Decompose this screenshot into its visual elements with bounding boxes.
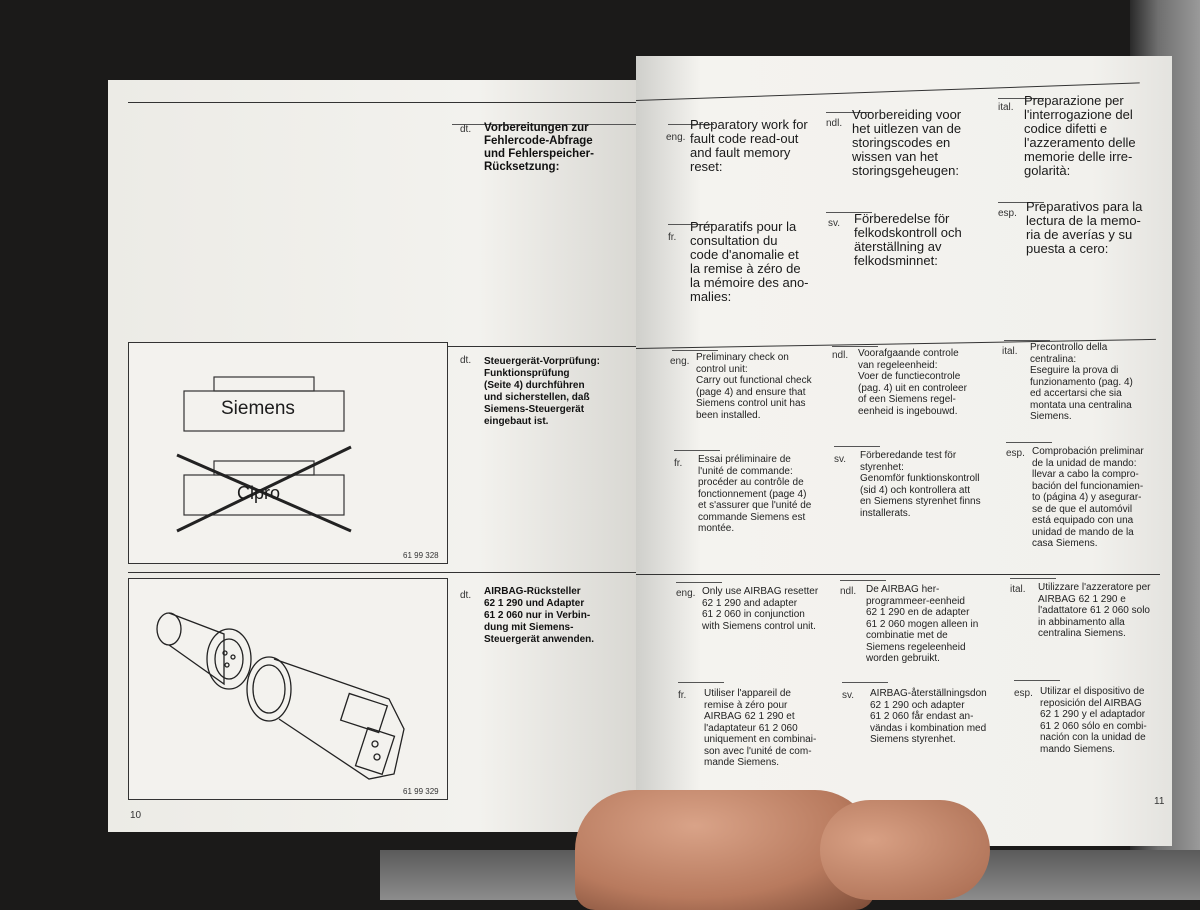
lang-code: dt. xyxy=(460,355,472,366)
section-text: De AIRBAG her- programmeer-eenheid 62 1 … xyxy=(866,584,979,664)
lang-code: esp. xyxy=(1014,688,1033,699)
figure-airbag-resetter: 61 99 329 xyxy=(128,578,448,800)
section-rule xyxy=(636,574,1160,575)
section-text: Preparativos para la lectura de la memo-… xyxy=(1026,199,1143,256)
lang-code: eng. xyxy=(670,356,690,367)
section-text: Vorbereitungen zur Fehlercode-Abfrage un… xyxy=(484,122,594,173)
label-siemens: Siemens xyxy=(221,398,295,419)
page-number-right: 11 xyxy=(1154,796,1165,807)
lang-code: sv. xyxy=(828,218,841,229)
lang-code: ital. xyxy=(1010,584,1026,595)
section-text: Preliminary check on control unit: Carry… xyxy=(696,352,812,421)
label-cipro: Cipro xyxy=(237,483,281,503)
section-text: AIRBAG-Rücksteller 62 1 290 und Adapter … xyxy=(484,586,595,645)
section-text: Préparatifs pour la consultation du code… xyxy=(690,219,809,304)
figure-number: 61 99 328 xyxy=(403,551,439,560)
lang-code: eng. xyxy=(676,588,696,599)
control-unit-illustration xyxy=(176,376,352,533)
lang-code: eng. xyxy=(666,132,686,143)
lang-code: ndl. xyxy=(832,350,849,361)
lang-code: sv. xyxy=(842,690,855,701)
lang-code: esp. xyxy=(998,208,1017,219)
section-rule xyxy=(452,124,636,125)
lang-code: dt. xyxy=(460,590,472,601)
lang-code: dt. xyxy=(460,124,472,135)
lang-code: fr. xyxy=(674,458,683,469)
lang-code: ndl. xyxy=(826,118,843,129)
section-text: Preparazione per l'interrogazione del co… xyxy=(1024,93,1136,178)
lang-code: ital. xyxy=(1002,346,1018,357)
hand-finger xyxy=(820,800,990,900)
section-text: Utiliser l'appareil de remise à zéro pou… xyxy=(704,688,817,768)
section-text: Utilizzare l'azzeratore per AIRBAG 62 1 … xyxy=(1038,582,1151,639)
section-rule xyxy=(128,572,636,573)
section-text: Voorbereiding voor het uitlezen van de s… xyxy=(852,107,962,178)
lang-code: sv. xyxy=(834,454,847,465)
section-text: Essai préliminaire de l'unité de command… xyxy=(698,454,812,534)
section-text: Only use AIRBAG resetter 62 1 290 and ad… xyxy=(702,586,819,632)
section-text: AIRBAG-återställningsdon 62 1 290 och ad… xyxy=(870,688,987,745)
lang-code: ndl. xyxy=(840,586,857,597)
section-text: Förberedande test för styrenhet: Genomfö… xyxy=(860,450,981,519)
figure-control-unit: Siemens Cipro 61 99 328 xyxy=(128,342,448,564)
left-page: dt. Vorbereitungen zur Fehlercode-Abfrag… xyxy=(108,80,636,832)
airbag-resetter-illustration xyxy=(156,612,405,780)
section-text: Steuergerät-Vorprüfung: Funktionsprüfung… xyxy=(484,356,600,427)
lang-code: esp. xyxy=(1006,448,1025,459)
figure-number: 61 99 329 xyxy=(403,787,439,796)
lang-code: fr. xyxy=(668,232,677,243)
right-page: eng. Preparatory work for fault code rea… xyxy=(636,56,1172,846)
section-text: Förberedelse för felkodskontroll och äte… xyxy=(854,211,962,268)
section-text: Voorafgaande controle van regeleenheid: … xyxy=(858,348,967,417)
page-number-left: 10 xyxy=(130,810,142,821)
lang-code: ital. xyxy=(998,102,1014,113)
section-text: Utilizar el dispositivo de reposición de… xyxy=(1040,686,1147,755)
lang-code: fr. xyxy=(678,690,687,701)
section-text: Comprobación preliminar de la unidad de … xyxy=(1032,446,1144,549)
section-text: Preparatory work for fault code read-out… xyxy=(690,117,808,174)
top-rule xyxy=(128,102,636,103)
section-text: Precontrollo della centralina: Eseguire … xyxy=(1030,342,1133,422)
